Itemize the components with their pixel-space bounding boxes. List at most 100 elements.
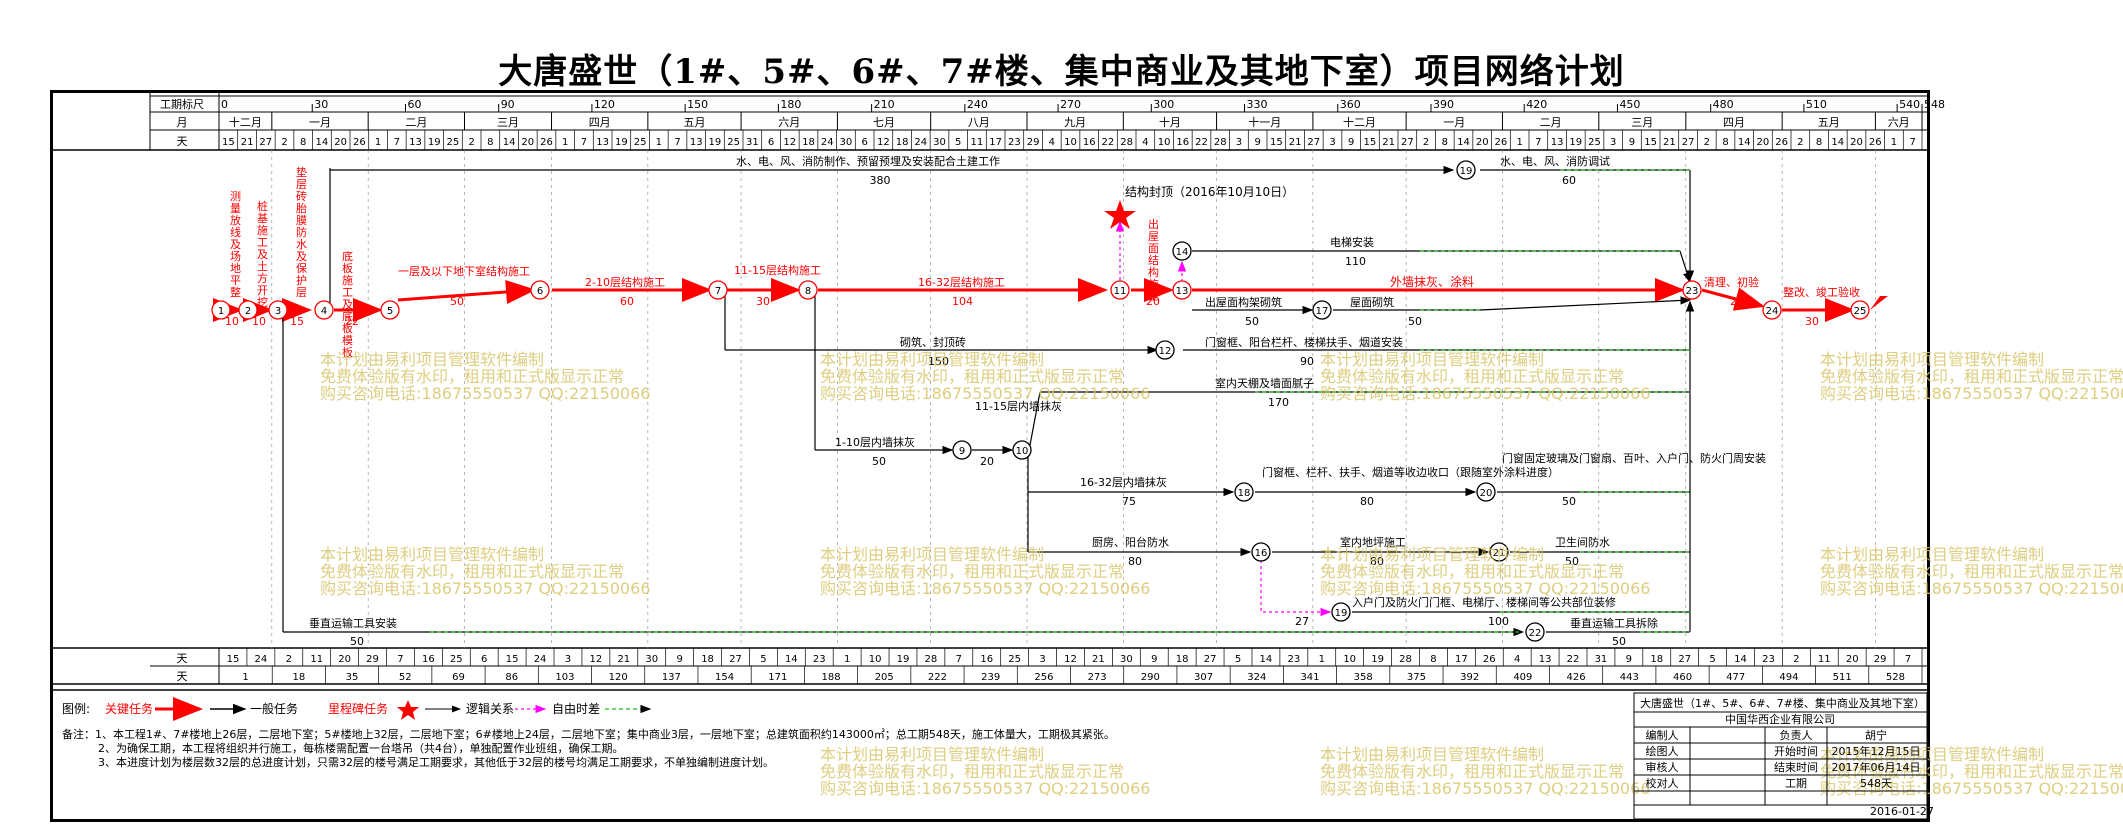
- day-cell: 7: [394, 137, 400, 148]
- footer-cum-cell: 1: [242, 672, 248, 683]
- node-circle: [238, 300, 258, 320]
- footer-day-cell: 20: [338, 654, 351, 665]
- footer-day-cell: 24: [255, 654, 268, 665]
- tb-value2: 548天: [1860, 777, 1892, 790]
- footer-day-cell: 23: [1287, 654, 1300, 665]
- day-cell: 3: [1236, 137, 1242, 148]
- footer-cum-cell: 69: [452, 672, 465, 683]
- watermark-text: 本计划由易利项目管理软件编制: [1320, 350, 1544, 369]
- node-label: 19: [1335, 608, 1348, 619]
- footer-day-cell: 5: [1709, 654, 1715, 665]
- day-cell: 20: [1476, 137, 1489, 148]
- watermark-text: 购买咨询电话:18675550537 QQ:22150066: [320, 384, 650, 403]
- day-cell: 26: [1495, 137, 1508, 148]
- task-20-dur: 50: [1562, 495, 1576, 508]
- day-cell: 25: [634, 137, 647, 148]
- day-cell: 22: [1102, 137, 1115, 148]
- day-cell: 22: [1195, 137, 1208, 148]
- month-cell: 五月: [1818, 116, 1840, 129]
- footer-day-cell: 5: [1235, 654, 1241, 665]
- node-label: 24: [1766, 306, 1779, 317]
- day-cell: 27: [1307, 137, 1320, 148]
- task-22-name: 垂直运输工具安装: [309, 616, 397, 630]
- day-cell: 23: [1008, 137, 1021, 148]
- task-10a-dur: 170: [1268, 396, 1289, 409]
- day-cell: 14: [316, 137, 329, 148]
- day-cell: 2: [281, 137, 287, 148]
- footer-day-cell: 23: [1762, 654, 1775, 665]
- node-circle: [1476, 482, 1496, 502]
- task-5-6-name: 一层及以下地下室结构施工: [398, 264, 530, 278]
- footer-cum-cell: 426: [1567, 672, 1586, 683]
- free-float-lines: [430, 169, 1690, 633]
- watermark-text: 购买咨询电话:18675550537 QQ:22150066: [1820, 779, 2123, 798]
- task-22b-name: 垂直运输工具拆除: [1570, 616, 1658, 630]
- watermark-text: 免费体验版有水印，租用和正式版显示正常: [320, 562, 624, 581]
- footer-day-cell: 18: [701, 654, 714, 665]
- task-12b-dur: 90: [1300, 355, 1314, 368]
- footer-day-cell: 30: [645, 654, 658, 665]
- watermark-text: 购买咨询电话:18675550537 QQ:22150066: [320, 579, 650, 598]
- task-9-dur: 50: [872, 455, 886, 468]
- day-cell: 30: [933, 137, 946, 148]
- day-cell: 21: [1663, 137, 1676, 148]
- node-label: 17: [1316, 306, 1329, 317]
- node-label: 13: [1176, 286, 1189, 297]
- footer-day-cell: 23: [813, 654, 826, 665]
- watermark-text: 免费体验版有水印，租用和正式版显示正常: [320, 367, 624, 386]
- day-cell: 21: [1289, 137, 1302, 148]
- node-circle: [1172, 280, 1192, 300]
- footer-cum-cell: 103: [555, 672, 574, 683]
- task-16-name: 厨房、阳台防水: [1092, 535, 1169, 549]
- scale-tick-label: 510: [1806, 98, 1827, 111]
- task-4-5-dur: 22: [345, 315, 359, 328]
- footer-day-cell: 25: [450, 654, 463, 665]
- month-cell: 十月: [1159, 115, 1181, 129]
- month-cell: 六月: [1888, 116, 1910, 129]
- day-cell: 7: [674, 137, 680, 148]
- day-cell: 19: [1569, 137, 1582, 148]
- note-1: 备注：1、本工程1#、7#楼地上26层，二层地下室；5#楼地上32层，二层地下室…: [62, 727, 1115, 741]
- task-18-20-name: 门窗框、栏杆、扶手、烟道等收边收口（跟随室外涂料进度）: [1262, 465, 1559, 479]
- task-16-21-dur: 80: [1370, 555, 1384, 568]
- footer-day-cell: 18: [1176, 654, 1189, 665]
- task-7-8-name: 11-15层结构施工: [734, 263, 821, 277]
- footer-day-cell: 14: [1260, 654, 1273, 665]
- footer-day-cell: 3: [565, 654, 571, 665]
- footer-day-cell: 17: [1455, 654, 1468, 665]
- watermark-text: 购买咨询电话:18675550537 QQ:22150066: [820, 579, 1150, 598]
- day-label: 天: [177, 135, 188, 148]
- task-24-25-dur: 30: [1805, 315, 1819, 328]
- watermark-text: 免费体验版有水印，租用和正式版显示正常: [1320, 762, 1624, 781]
- day-cell: 4: [1049, 137, 1055, 148]
- task-17-23-name: 屋面砌筑: [1350, 295, 1394, 309]
- node-circle: [1331, 602, 1351, 622]
- footer-day-cell: 2: [286, 654, 292, 665]
- footer-cum-cell: 375: [1407, 672, 1426, 683]
- month-cell: 九月: [1064, 116, 1086, 129]
- day-cell: 17: [989, 137, 1002, 148]
- node-circle: [314, 300, 334, 320]
- watermark-text: 免费体验版有水印，租用和正式版显示正常: [1820, 762, 2123, 781]
- footer-day-cell: 9: [1626, 654, 1632, 665]
- month-cell: 二月: [405, 116, 427, 129]
- footer-cum-cell: 290: [1141, 672, 1160, 683]
- day-cell: 26: [353, 137, 366, 148]
- day-cell: 28: [1214, 137, 1227, 148]
- footer-day-cell: 30: [1120, 654, 1133, 665]
- watermark-text: 本计划由易利项目管理软件编制: [1820, 350, 2044, 369]
- footer-day-cell: 28: [1399, 654, 1412, 665]
- tb-key2: 负责人: [1780, 728, 1813, 742]
- milestone-star: [1104, 200, 1136, 229]
- time-gridlines: [271, 150, 1876, 648]
- day-cell: 13: [1551, 137, 1564, 148]
- header-grid: [53, 93, 1930, 151]
- task-9-10-name: 11-15层内墙抹灰: [975, 399, 1062, 413]
- footer-cum-cell: 86: [505, 672, 518, 683]
- day-cell: 9: [1629, 137, 1635, 148]
- day-cell: 30: [840, 137, 853, 148]
- day-cell: 3: [1610, 137, 1616, 148]
- node-label: 21: [1493, 548, 1506, 559]
- footer-day-cell: 7: [956, 654, 962, 665]
